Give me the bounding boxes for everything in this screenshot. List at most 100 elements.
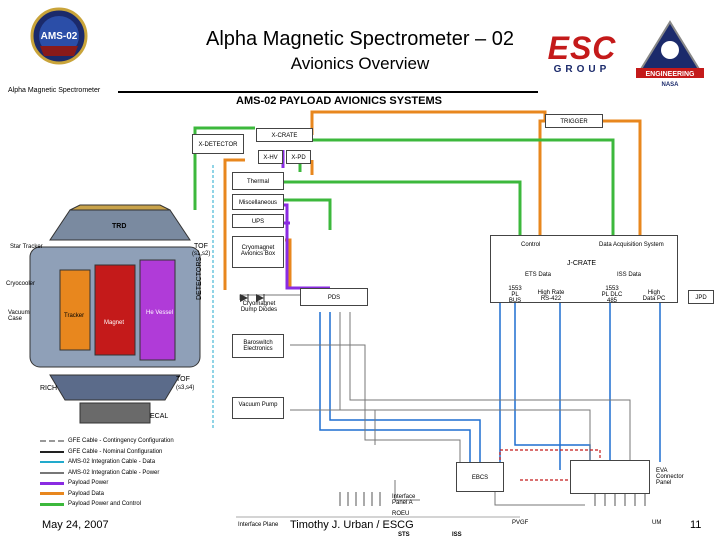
crate-label: J-CRATE (567, 260, 597, 267)
legend-item: GFE Cable - Contingency Configuration (40, 436, 230, 447)
payload-control-lines (193, 126, 615, 235)
vacuum-case-label: Vacuum Case (8, 310, 30, 322)
box-x-detector: X-DETECTOR (192, 134, 244, 154)
cryomagnet-dump-diodes: Cryomagnet Dump Diodes (236, 290, 282, 313)
nasa-text: NASA (661, 82, 679, 88)
esc-logo-text: ESC (547, 30, 617, 66)
magnet-shape (94, 264, 136, 356)
crate-daq: Data Acquisition System (599, 242, 664, 248)
box-pds: PDS (300, 288, 368, 306)
data-lines (319, 300, 661, 470)
page-subtitle: Avionics Overview (290, 54, 430, 73)
legend-item: Payload Power (40, 478, 230, 489)
star-tracker-label: Star Tracker (10, 244, 43, 250)
box-trigger: TRIGGER (545, 114, 603, 128)
rich-shape (49, 374, 181, 401)
tracker-shape (59, 269, 91, 351)
legend-item: GFE Cable - Nominal Configuration (40, 447, 230, 458)
engineering-text: ENGINEERING (645, 71, 695, 78)
crate-control: Control (521, 242, 541, 248)
crate-col-high-data: High Data PC (642, 290, 666, 302)
footer-date: May 24, 2007 (42, 519, 109, 531)
footer-author: Timothy J. Urban / ESCG (290, 519, 414, 531)
footer-page-number: 11 (690, 519, 702, 531)
header-rule (118, 91, 538, 93)
box-miscellaneous: Miscellaneous (232, 194, 284, 210)
legend-swatch (40, 502, 64, 506)
iss-label: ISS (452, 532, 462, 538)
legend-swatch (40, 440, 64, 443)
legend-label: GFE Cable - Contingency Configuration (68, 438, 174, 445)
roeu-label: ROEU (392, 511, 410, 517)
ecal-shape (79, 402, 151, 424)
legend-label: GFE Cable - Nominal Configuration (68, 448, 163, 455)
legend-swatch (40, 481, 64, 485)
interface-panel-label: Interface Panel A (392, 494, 416, 506)
box-thermal: Thermal (232, 172, 284, 190)
legend-swatch (40, 471, 64, 474)
tof-bottom-sub: (s3,s4) (176, 385, 195, 391)
engineering-logo: ENGINEERING NASA (630, 18, 710, 88)
crate-iss-data: ISS Data (617, 272, 642, 278)
engineering-patch-icon: ENGINEERING NASA (636, 20, 704, 88)
page-title: Alpha Magnetic Spectrometer – 02 (206, 28, 514, 50)
legend-label: AMS-02 Integration Cable - Data (68, 459, 156, 466)
ams-logo: AMS-02 (30, 6, 88, 68)
tof-top-sub: (s1,s2) (192, 251, 211, 257)
header-tagline: Alpha Magnetic Spectrometer (8, 87, 101, 94)
sts-label: STS (398, 532, 410, 538)
crate-col-high-rate: High Rate RS-422 (537, 290, 565, 302)
crate-ets-data: ETS Data (525, 272, 552, 278)
he-vessel-shape (139, 259, 176, 361)
rich-label: RICH (40, 385, 58, 392)
legend-item: Payload Data (40, 489, 230, 500)
interface-plane-label: Interface Plane (238, 522, 279, 528)
box-eva-panel (570, 460, 650, 494)
box-jpd: JPD (688, 290, 714, 304)
box-ups: UPS (232, 214, 284, 228)
box-baroswitch: Baroswitch Electronics (232, 334, 284, 358)
legend-swatch (40, 450, 64, 453)
box-j-crate: Control Data Acquisition System J-CRATE … (490, 235, 678, 303)
diode-icon (240, 294, 265, 302)
crate-col-1553-dlc: 1553 PL DLC 485 (601, 286, 623, 303)
ams-patch-icon: AMS-02 (30, 7, 88, 65)
esc-group-logo: ESC GROUP (538, 32, 626, 82)
tof-bottom-label: TOF (176, 376, 190, 383)
detector-illustration (29, 204, 201, 424)
cryomagnet-dump-label: Cryomagnet Dump Diodes (240, 301, 278, 313)
box-x-hv: X-HV (258, 150, 283, 164)
ams-logo-text: AMS-02 (41, 31, 78, 42)
legend-item: AMS-02 Integration Cable - Power (40, 468, 230, 479)
detectors-label: DETECTORS (196, 256, 203, 300)
trd-label: TRD (112, 223, 127, 230)
legend-label: AMS-02 Integration Cable - Power (68, 469, 160, 476)
um-label: UM (652, 520, 662, 526)
legend-swatch (40, 461, 64, 464)
connector-bundles (339, 492, 646, 506)
box-x-pd: X-PD (286, 150, 311, 164)
power-lines (239, 294, 631, 506)
legend-item: AMS-02 Integration Cable - Data (40, 457, 230, 468)
box-x-crate: X-CRATE (256, 128, 313, 142)
cryocooler-label: Cryocooler (6, 281, 36, 287)
magnet-label: Magnet (104, 320, 125, 326)
crate-col-1553-pl: 1553 PL BUS (508, 286, 522, 303)
tof-top-label: TOF (194, 243, 208, 250)
legend-label: Payload Power and Control (68, 501, 142, 508)
pvgf-label: PVGF (512, 520, 529, 526)
box-ebcs: EBCS (456, 462, 504, 492)
box-cryomagnet-avionics: Cryomagnet Avionics Box (232, 236, 284, 268)
legend-label: Payload Power (68, 480, 109, 487)
eva-panel-label: EVA Connector Panel (656, 468, 684, 486)
legend-label: Payload Data (68, 490, 105, 497)
box-vacuum-pump: Vacuum Pump (232, 397, 284, 419)
legend-swatch (40, 492, 64, 496)
tracker-label: Tracker (64, 313, 85, 319)
diagram-title: AMS-02 PAYLOAD AVIONICS SYSTEMS (236, 95, 442, 107)
esc-group-text: GROUP (553, 64, 611, 75)
he-vessel-label: He Vessel (146, 310, 174, 316)
ecal-label: ECAL (150, 413, 169, 420)
legend: GFE Cable - Contingency Configuration GF… (40, 436, 230, 510)
